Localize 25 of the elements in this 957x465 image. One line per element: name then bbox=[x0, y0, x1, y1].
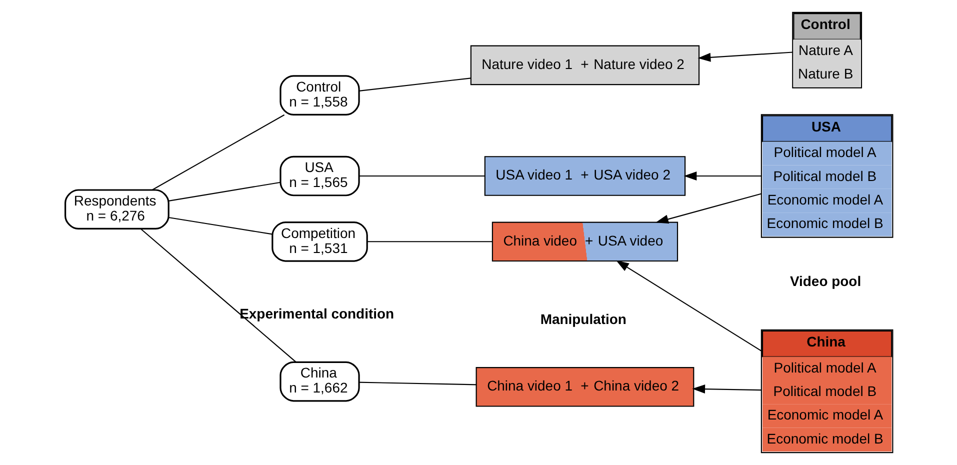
arrow bbox=[616, 260, 761, 352]
arrow bbox=[683, 172, 761, 181]
arrow bbox=[697, 52, 792, 62]
node-box: China video + USA video bbox=[491, 222, 678, 262]
arrow bbox=[692, 384, 761, 394]
node-box: Respondents n = 6,276 bbox=[64, 189, 169, 230]
connector bbox=[358, 78, 470, 92]
node-box: Competition n = 1,531 bbox=[271, 221, 368, 262]
connector bbox=[168, 182, 280, 202]
label: Video pool bbox=[789, 273, 861, 290]
node-box: Control n = 1,558 bbox=[279, 75, 360, 116]
label: Experimental condition bbox=[239, 305, 394, 322]
arrow bbox=[655, 193, 761, 224]
label: Manipulation bbox=[540, 310, 626, 327]
node-box: China video 1 + China video 2 bbox=[475, 367, 694, 407]
node-box: China n = 1,662 bbox=[279, 361, 360, 402]
connector bbox=[358, 382, 476, 386]
connector bbox=[366, 241, 492, 242]
connector bbox=[140, 228, 296, 362]
node-box: USA video 1 + USA video 2 bbox=[484, 156, 686, 196]
node-box: USA n = 1,565 bbox=[279, 156, 360, 196]
node-box: Nature video 1 + Nature video 2 bbox=[470, 45, 700, 86]
connector bbox=[152, 114, 284, 190]
connector bbox=[358, 175, 484, 177]
connector bbox=[168, 216, 272, 235]
